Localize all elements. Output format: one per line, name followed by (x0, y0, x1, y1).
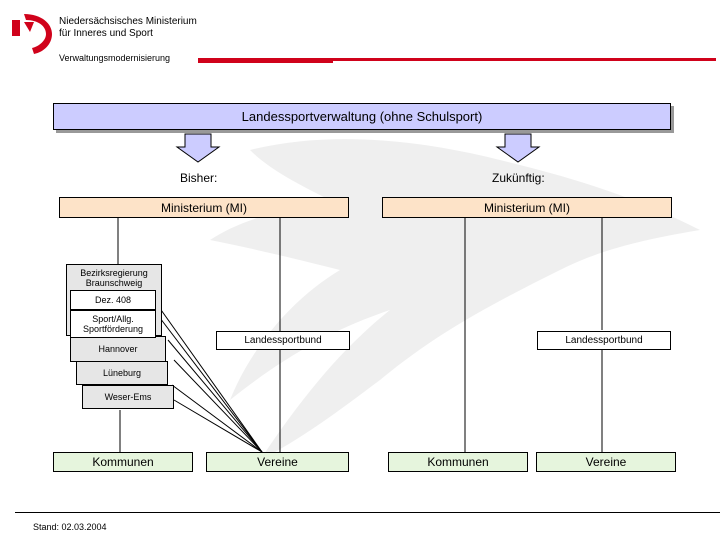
ministry-box-before: Ministerium (MI) (59, 197, 349, 218)
sport-foerderung-box: Sport/Allg. Sportförderung (70, 310, 156, 338)
arrow-down-right-icon (495, 133, 541, 163)
header-rule-accent (198, 60, 333, 63)
diagram-title: Landessportverwaltung (ohne Schulsport) (53, 103, 671, 130)
landessportbund-future: Landessportbund (537, 331, 671, 350)
ministry-name: Niedersächsisches Ministerium für Innere… (59, 16, 197, 40)
heading-future: Zukünftig: (492, 171, 545, 185)
footer-rule (15, 512, 720, 513)
header-rule (198, 58, 716, 61)
bezirksregierung-line-2: Braunschweig (85, 278, 143, 288)
heading-before: Bisher: (180, 171, 218, 185)
dez-408-box: Dez. 408 (70, 290, 156, 310)
landessportbund-before: Landessportbund (216, 331, 350, 350)
footer-date: Stand: 02.03.2004 (33, 522, 107, 532)
vereine-before: Vereine (206, 452, 349, 472)
region-weser-ems: Weser-Ems (82, 385, 174, 409)
ministry-box-future: Ministerium (MI) (382, 197, 672, 218)
arrow-down-left-icon (175, 133, 221, 163)
bezirksregierung-line-1: Bezirksregierung (80, 268, 148, 278)
ministry-line-2: für Inneres und Sport (59, 28, 153, 39)
department-name: Verwaltungsmodernisierung (59, 53, 171, 63)
vereine-future: Vereine (536, 452, 676, 472)
kommunen-future: Kommunen (388, 452, 528, 472)
region-hannover: Hannover (70, 336, 166, 362)
sport-line-2: Sportförderung (82, 324, 144, 334)
kommunen-before: Kommunen (53, 452, 193, 472)
ministry-logo (12, 14, 52, 54)
sport-line-1: Sport/Allg. (92, 314, 134, 324)
region-lueneburg: Lüneburg (76, 361, 168, 385)
ministry-line-1: Niedersächsisches Ministerium (59, 16, 197, 27)
